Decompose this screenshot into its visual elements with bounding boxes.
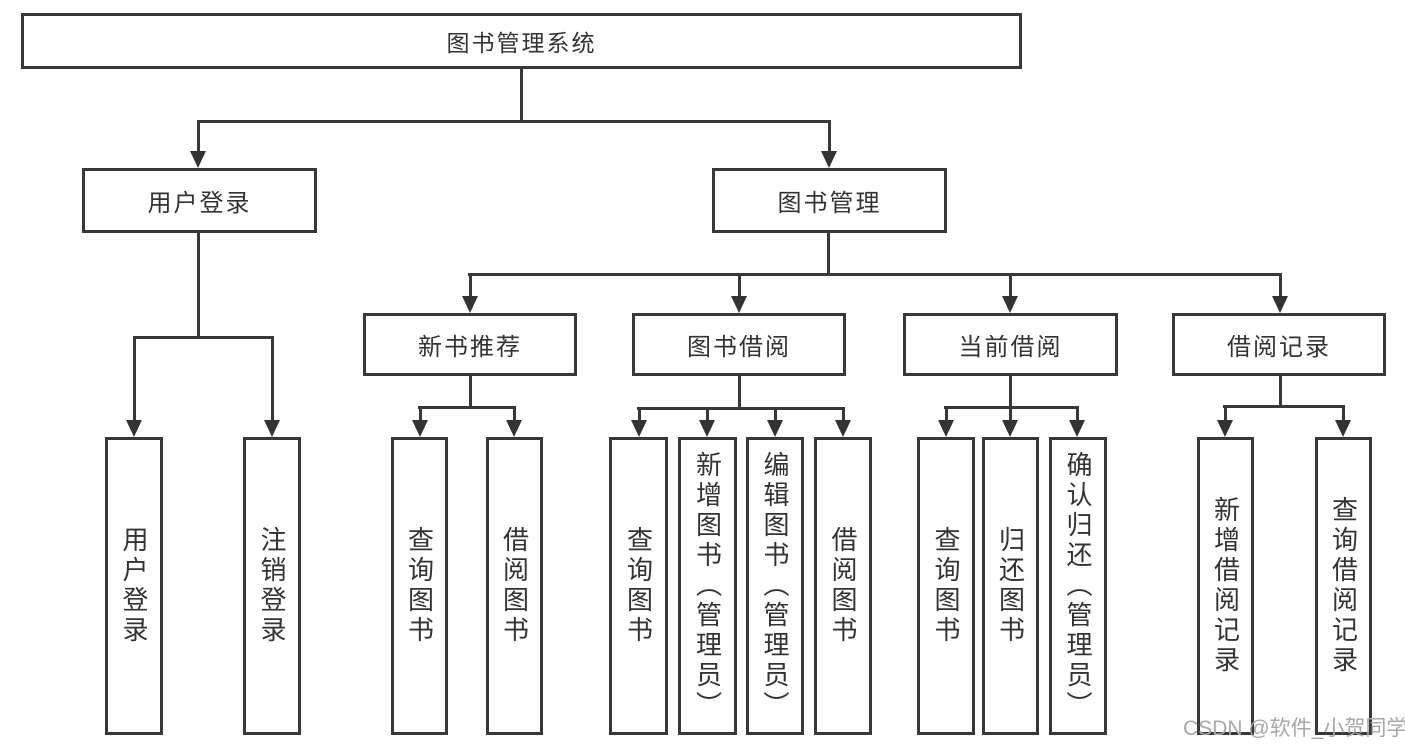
connector-bar [133, 336, 274, 339]
node-library-system-label: 图书管理系统 [446, 30, 597, 56]
connector-trunk [1009, 376, 1012, 406]
leaf-nb-borrow-book: 借阅图书 [486, 437, 543, 735]
node-borrowing-records-label: 借阅记录 [1227, 334, 1331, 361]
connector-stem [513, 406, 516, 421]
arrow-down-icon [462, 296, 478, 313]
arrow-down-icon [835, 420, 851, 437]
connector-stem [738, 273, 741, 297]
arrow-down-icon [1002, 296, 1018, 313]
connector-stem [419, 406, 422, 421]
leaf-nb-borrow-book-label: 借阅图书 [499, 526, 530, 646]
leaf-bb-add-book-admin: 新增图书（管理员） [678, 437, 737, 735]
arrow-down-icon [190, 151, 206, 168]
leaf-cb-confirm-return-admin: 确认归还（管理员） [1049, 437, 1107, 735]
leaf-br-add-record-label: 新增借阅记录 [1210, 496, 1241, 676]
leaf-bb-query-book-label: 查询图书 [623, 526, 654, 646]
arrow-down-icon [506, 420, 522, 437]
leaf-bb-edit-book-admin: 编辑图书（管理员） [746, 437, 804, 735]
node-user-login-label: 用户登录 [147, 190, 252, 217]
leaf-logout: 注销登录 [243, 437, 301, 735]
node-book-management-label: 图书管理 [777, 190, 882, 217]
arrow-down-icon [699, 420, 715, 437]
leaf-cb-query-book-label: 查询图书 [931, 526, 961, 646]
arrow-down-icon [631, 420, 647, 437]
connector-stem [842, 407, 845, 421]
arrow-down-icon [1002, 420, 1018, 437]
arrow-down-icon [412, 420, 428, 437]
node-book-borrowing-label: 图书借阅 [687, 334, 791, 361]
node-current-borrowing: 当前借阅 [903, 313, 1118, 376]
arrow-down-icon [1217, 420, 1233, 437]
connector-stem [469, 273, 472, 297]
connector-trunk [520, 69, 523, 120]
connector-stem [1224, 405, 1227, 421]
arrow-down-icon [938, 420, 954, 437]
leaf-bb-borrow-book-label: 借阅图书 [828, 526, 858, 646]
leaf-bb-add-book-admin-label: 新增图书（管理员） [692, 451, 723, 721]
arrow-down-icon [731, 296, 747, 313]
node-book-borrowing: 图书借阅 [632, 313, 846, 376]
leaf-br-query-record-label: 查询借阅记录 [1328, 496, 1359, 676]
node-current-borrowing-label: 当前借阅 [958, 334, 1063, 361]
leaf-nb-query-book: 查询图书 [391, 437, 448, 735]
leaf-logout-label: 注销登录 [257, 526, 287, 646]
node-borrowing-records: 借阅记录 [1172, 313, 1386, 376]
connector-bar [197, 120, 831, 123]
arrow-down-icon [264, 420, 280, 437]
leaf-bb-query-book: 查询图书 [609, 437, 668, 735]
connector-stem [638, 407, 641, 421]
connector-trunk [469, 376, 472, 406]
connector-bar [468, 273, 1281, 276]
leaf-cb-confirm-return-admin-label: 确认归还（管理员） [1063, 451, 1093, 721]
connector-stem [828, 120, 831, 152]
arrow-down-icon [126, 420, 142, 437]
connector-stem [706, 407, 709, 421]
connector-bar [418, 406, 516, 409]
arrow-down-icon [767, 420, 783, 437]
node-new-book-recommend-label: 新书推荐 [418, 334, 522, 361]
leaf-user-login-label: 用户登录 [119, 526, 149, 646]
leaf-br-add-record: 新增借阅记录 [1197, 437, 1254, 735]
node-book-management: 图书管理 [712, 168, 947, 233]
node-user-login: 用户登录 [82, 168, 317, 233]
arrow-down-icon [1272, 296, 1288, 313]
connector-stem [1342, 405, 1345, 421]
connector-stem [1076, 406, 1079, 421]
node-new-book-recommend: 新书推荐 [363, 313, 577, 376]
arrow-down-icon [1335, 420, 1351, 437]
connector-stem [271, 336, 274, 421]
connector-trunk [827, 232, 830, 273]
arrow-down-icon [821, 151, 837, 168]
connector-trunk [738, 376, 741, 407]
connector-bar [637, 407, 845, 410]
leaf-cb-query-book: 查询图书 [917, 437, 975, 735]
arrow-down-icon [1069, 420, 1085, 437]
connector-stem [1279, 273, 1282, 297]
connector-trunk [1279, 376, 1282, 405]
connector-stem [1009, 406, 1012, 421]
leaf-cb-return-book-label: 归还图书 [995, 526, 1026, 646]
connector-bar [1223, 405, 1345, 408]
leaf-user-login: 用户登录 [105, 437, 163, 735]
connector-stem [133, 336, 136, 421]
leaf-cb-return-book: 归还图书 [982, 437, 1039, 735]
connector-stem [1009, 273, 1012, 297]
watermark-text: CSDN @软件_小贺同学 [1183, 717, 1405, 740]
connector-trunk [197, 233, 200, 336]
connector-stem [945, 406, 948, 421]
connector-stem [774, 407, 777, 421]
leaf-bb-borrow-book: 借阅图书 [814, 437, 872, 735]
leaf-nb-query-book-label: 查询图书 [404, 526, 435, 646]
node-library-system: 图书管理系统 [21, 13, 1022, 69]
leaf-br-query-record: 查询借阅记录 [1315, 437, 1372, 735]
leaf-bb-edit-book-admin-label: 编辑图书（管理员） [760, 451, 790, 721]
connector-stem [197, 120, 200, 152]
